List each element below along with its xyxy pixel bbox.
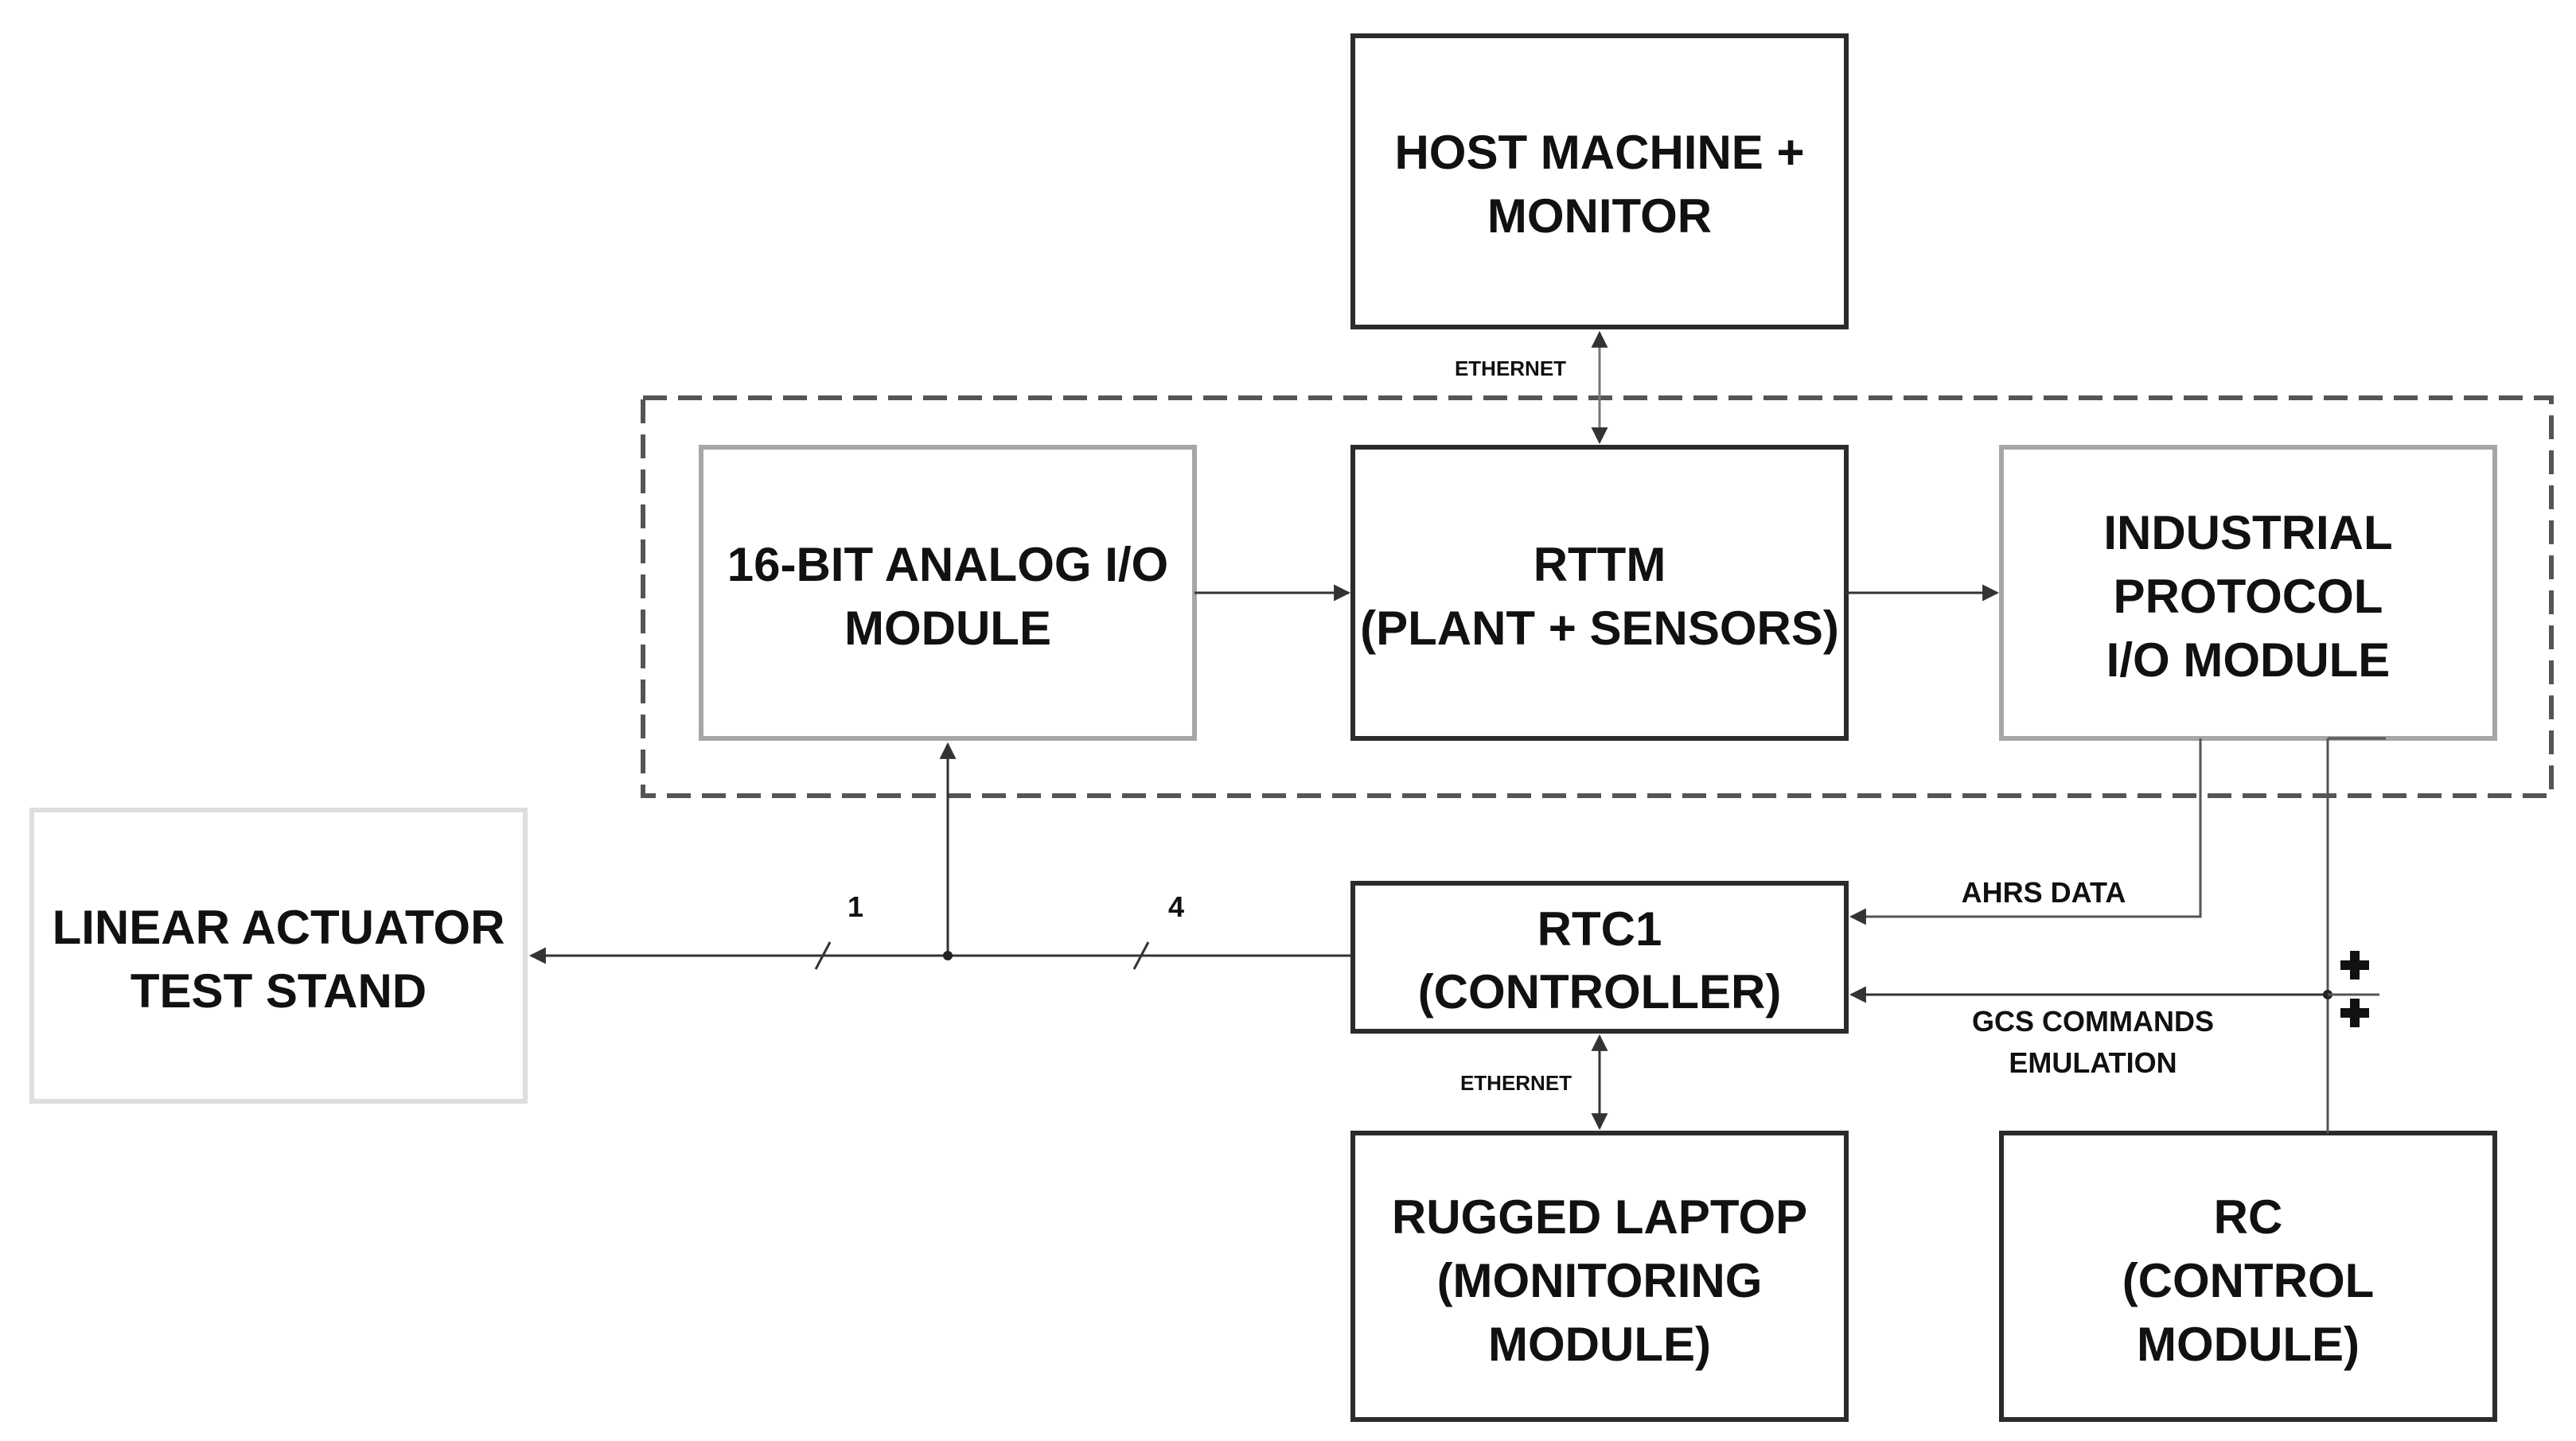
rtc1-label-line2: (CONTROLLER) <box>1418 965 1782 1018</box>
rc-label-line1: RC <box>2214 1190 2283 1244</box>
plus-icon <box>2340 951 2369 979</box>
industrial-protocol-module-block: INDUSTRIAL PROTOCOL I/O MODULE <box>1999 445 2497 741</box>
analog-io-label-line1: 16-BIT ANALOG I/O <box>727 538 1168 591</box>
laptop-label-line2: (MONITORING <box>1437 1254 1763 1307</box>
rttm-label-line1: RTTM <box>1534 538 1666 591</box>
bus-count-left: 1 <box>848 890 863 923</box>
rugged-laptop-block: RUGGED LAPTOP (MONITORING MODULE) <box>1350 1131 1849 1422</box>
linear-actuator-test-stand-block: LINEAR ACTUATOR TEST STAND <box>29 808 528 1104</box>
industrial-label-line1: INDUSTRIAL <box>2103 506 2392 559</box>
analog-io-label-line2: MODULE <box>844 602 1051 655</box>
bus-slash-right <box>1132 941 1150 970</box>
actuator-label-line2: TEST STAND <box>131 964 427 1018</box>
ahrs-data-link <box>1849 738 2202 925</box>
industrial-label-line3: I/O MODULE <box>2106 633 2391 687</box>
gcs-label-line1: GCS COMMANDS <box>1972 1005 2214 1038</box>
actuator-label-line1: LINEAR ACTUATOR <box>53 901 505 954</box>
laptop-label-line1: RUGGED LAPTOP <box>1392 1190 1807 1244</box>
rtc1-controller-block: RTC1 (CONTROLLER) <box>1350 881 1849 1034</box>
analog-io-module-block: 16-BIT ANALOG I/O MODULE <box>699 445 1197 741</box>
bus-junction-dot <box>943 951 953 960</box>
rc-control-module-block: RC (CONTROL MODULE) <box>1999 1131 2497 1422</box>
host-machine-label-line1: HOST MACHINE + <box>1394 126 1804 179</box>
host-machine-block: HOST MACHINE + MONITOR <box>1350 33 1849 329</box>
host-machine-label-line2: MONITOR <box>1487 189 1712 243</box>
laptop-label-line3: MODULE) <box>1488 1318 1711 1371</box>
plus-icon <box>2340 999 2369 1027</box>
rc-label-line3: MODULE) <box>2137 1318 2360 1371</box>
bus-count-right: 4 <box>1168 890 1184 923</box>
rttm-label-line2: (PLANT + SENSORS) <box>1360 602 1839 655</box>
rttm-block: RTTM (PLANT + SENSORS) <box>1350 445 1849 741</box>
ahrs-data-label: AHRS DATA <box>1962 876 2126 909</box>
industrial-label-line2: PROTOCOL <box>2114 570 2383 623</box>
ethernet-top-label: ETHERNET <box>1455 356 1566 380</box>
ethernet-bottom-label: ETHERNET <box>1460 1071 1572 1095</box>
rc-label-line2: (CONTROL <box>2122 1254 2375 1307</box>
bus-slash-left <box>814 941 832 970</box>
rtc1-label-line1: RTC1 <box>1537 902 1662 956</box>
gcs-label-line2: EMULATION <box>2009 1046 2177 1079</box>
